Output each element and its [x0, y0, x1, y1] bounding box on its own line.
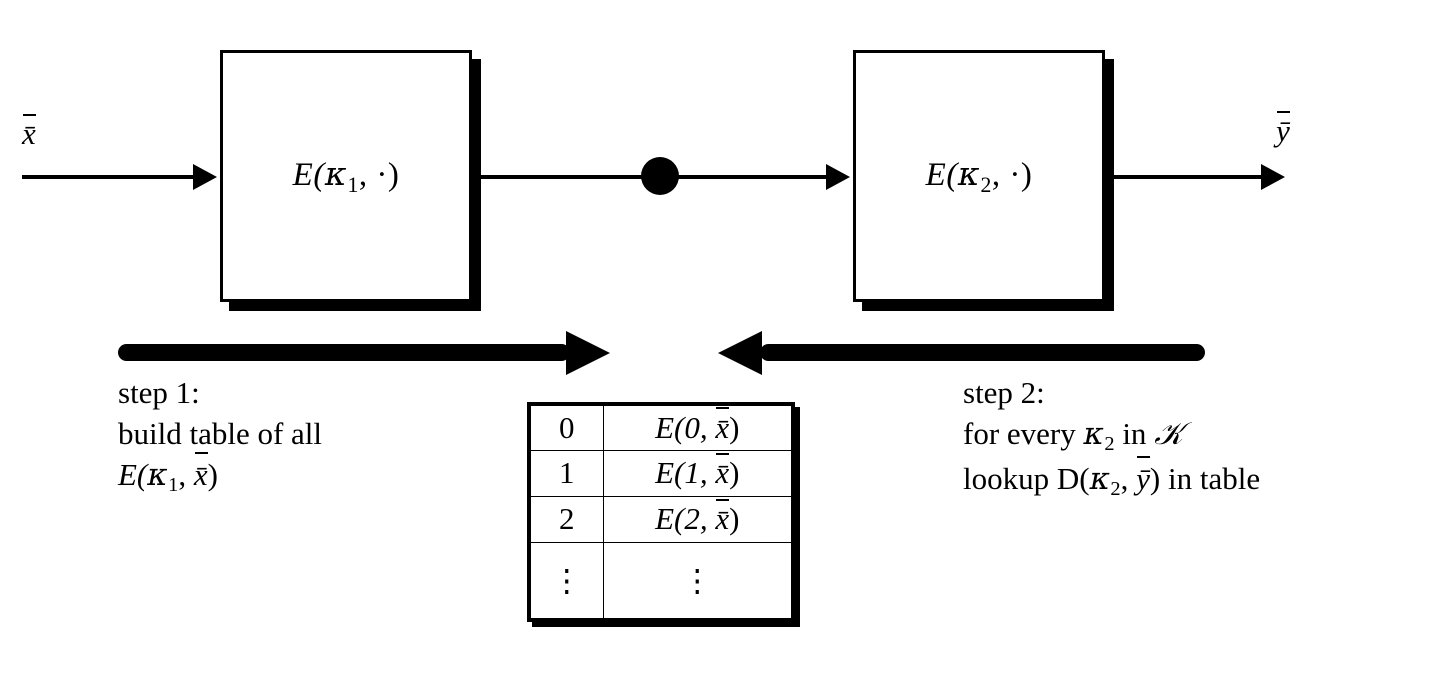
step-2-line-3: lookup D(κ2, ȳ) in table [963, 455, 1261, 503]
step-2-arrowhead-icon [718, 331, 762, 375]
table-cell-value-ellipsis: ⋮ [602, 541, 794, 621]
row-1-value-prefix: E(1, [655, 455, 716, 490]
step-2-keyspace: 𝒦 [1154, 416, 1184, 453]
table-cell-key: 2 [528, 495, 604, 543]
step-2-heading: step 2: [963, 375, 1045, 410]
table-row: 0 E(0, x̄) [528, 403, 794, 451]
step-1-heading: step 1: [118, 375, 200, 410]
step-1-E: E( [118, 457, 148, 493]
input-label-text: x̄ [22, 113, 36, 151]
table-cell-value: E(2, x̄) [602, 495, 794, 543]
step-2-key-index: 2 [1104, 432, 1115, 455]
row-0-value-prefix: E(0, [655, 409, 716, 445]
step-2-forevery: for every [963, 416, 1084, 452]
row-1-value-arg: x̄ [715, 452, 730, 490]
step-1-key: κ [147, 457, 168, 494]
output-label-y-bar: ȳ [1276, 110, 1290, 149]
junction-dot-icon [641, 157, 679, 195]
cipher-1-key: κ [324, 154, 347, 194]
step-2-arrow-shaft [760, 344, 1205, 361]
row-2-value-arg: x̄ [715, 498, 730, 536]
output-arrowhead-icon [1261, 164, 1285, 190]
step-1-comma: , [178, 457, 194, 493]
cipher-box-1[interactable]: E(κ1, ·) [220, 50, 472, 302]
cipher-box-2[interactable]: E(κ2, ·) [853, 50, 1105, 302]
table-cell-key-ellipsis: ⋮ [528, 541, 604, 621]
step-2-lookup-D: lookup D( [963, 461, 1090, 497]
cipher-2-key: κ [957, 154, 980, 194]
row-2-value-suffix: ) [729, 501, 740, 536]
cipher-1-suffix: , ·) [358, 157, 400, 194]
cipher-1-key-index: 1 [347, 172, 359, 197]
lookup-table-body: 0 E(0, x̄) 1 E(1, x̄) 2 E(2, x̄) ⋮ ⋮ [528, 403, 794, 621]
input-wire [22, 175, 197, 179]
step-2-key: κ [1083, 416, 1104, 453]
step-1-line-3: E(κ1, x̄) [118, 451, 322, 499]
output-label-text: ȳ [1276, 110, 1290, 148]
step-2-line3-key: κ [1089, 461, 1110, 498]
table-cell-key: 1 [528, 449, 604, 497]
row-1-value-suffix: ) [729, 455, 740, 490]
row-2-value-prefix: E(2, [655, 501, 716, 536]
cipher-box-1-label: E(κ1, ·) [293, 154, 400, 197]
table-cell-key: 0 [528, 403, 604, 451]
step-2-line3-comma: , [1120, 461, 1137, 497]
table-cell-value: E(0, x̄) [602, 403, 794, 451]
cipher-1-E: E( [292, 157, 325, 194]
table-row: ⋮ ⋮ [528, 541, 794, 621]
table-row: 2 E(2, x̄) [528, 495, 794, 543]
step-1-caption: step 1: build table of all E(κ1, x̄) [118, 372, 322, 499]
lookup-table: 0 E(0, x̄) 1 E(1, x̄) 2 E(2, x̄) ⋮ ⋮ [527, 402, 795, 622]
step-2-line3-arg: ȳ [1136, 455, 1150, 499]
cipher-2-E: E( [925, 157, 958, 194]
step-2-in: in [1114, 416, 1155, 452]
cipher-2-key-index: 2 [980, 172, 992, 197]
table-cell-value: E(1, x̄) [602, 449, 794, 497]
row-0-value-suffix: ) [729, 409, 740, 445]
step-1-arrow-shaft [118, 344, 570, 361]
cipher-box-2-label: E(κ2, ·) [926, 154, 1033, 197]
step-1-line-2: build table of all [118, 416, 323, 452]
step-1-close: ) [207, 457, 218, 493]
cipher-2-suffix: , ·) [991, 157, 1033, 194]
step-2-line3-key-index: 2 [1110, 477, 1121, 500]
step-1-key-index: 1 [168, 474, 179, 497]
row-0-value-arg: x̄ [715, 407, 730, 445]
step-2-line3-close: ) in table [1149, 461, 1261, 497]
step-1-arrowhead-icon [566, 331, 610, 375]
step-2-line-2: for every κ2 in 𝒦 [963, 413, 1260, 458]
step-2-caption: step 2: for every κ2 in 𝒦 lookup D(κ2, y… [963, 372, 1260, 503]
output-wire [1105, 175, 1265, 179]
input-arrowhead-icon [193, 164, 217, 190]
step-1-arg: x̄ [194, 451, 208, 495]
input-label-x-bar: x̄ [22, 113, 36, 152]
middle-arrowhead-icon [826, 164, 850, 190]
table-row: 1 E(1, x̄) [528, 449, 794, 497]
